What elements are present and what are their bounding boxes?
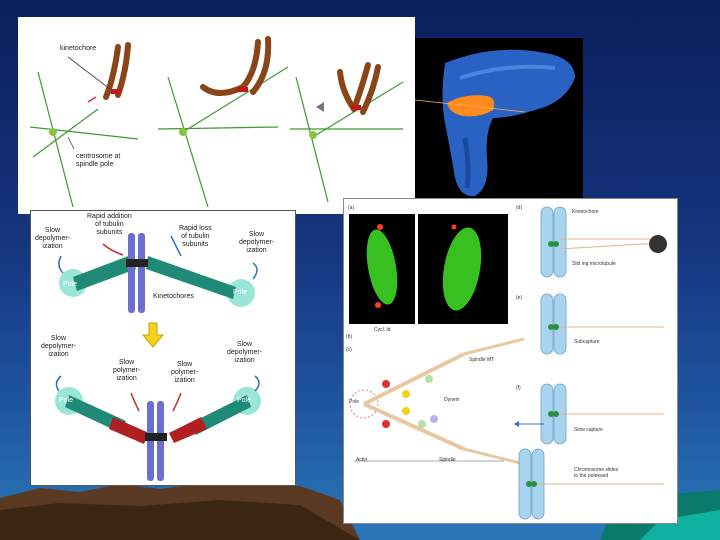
kinetochore-small-label: Kinetochore (572, 209, 599, 215)
rapid-loss-label: Rapid loss of tubulin subunits (179, 225, 212, 249)
label-f: (f) (516, 385, 521, 391)
micrograph-image (415, 38, 583, 198)
spindle-label: Spindle (439, 457, 456, 463)
chromosome-slides-label: Chromosome slides to the poleward (574, 467, 618, 479)
sliding-mt-label: Slid ing microtubule (572, 261, 616, 267)
microtubule-dynamics-panel: Rapid addition of tubulin subunits Rapid… (30, 210, 296, 486)
centrosome-label: centrosome at spindle pole (76, 153, 120, 169)
pole-right-bottom-label: Pole (237, 397, 251, 405)
label-a: (a) (348, 205, 354, 211)
micrograph-panel (415, 38, 583, 198)
pole-left-bottom-label: Pole (59, 397, 73, 405)
slow-depoly-right-top-label: Slow depolymer- ization (239, 231, 274, 255)
slow-depoly-right-bottom-label: Slow depolymer- ization (227, 341, 262, 365)
pole-right-top-label: Pole (233, 289, 247, 297)
rapid-addition-label: Rapid addition of tubulin subunits (87, 213, 132, 237)
subcapture-label: Subcapture (574, 339, 600, 345)
label-d: (d) (516, 205, 522, 211)
label-b: (b) (346, 334, 352, 340)
kinetochore-label: kinetochore (60, 45, 96, 53)
pole-left-top-label: Pole (63, 281, 77, 289)
slow-capture-label: Slow capture (574, 427, 603, 433)
spindle-mt-label: Spindle MT (469, 357, 494, 363)
label-c: (c) (346, 347, 352, 353)
spindle-capture-figure-panel: (a) (d) (e) (f) (b) (c) Cycl. ld Spindle… (343, 198, 678, 524)
kinetochores-label: Kinetochores (153, 293, 194, 301)
dynein-label: Dynein (444, 397, 460, 403)
slow-poly-left-label: Slow polymer- ization (113, 359, 140, 383)
label-e: (e) (516, 295, 522, 301)
slow-poly-right-label: Slow polymer- ization (171, 361, 198, 385)
slow-depoly-left-bottom-label: Slow depolymer- ization (41, 335, 76, 359)
actin-label: Actin (356, 457, 367, 463)
pole-label: Pole (349, 399, 359, 405)
kinetochore-capture-panel: kinetochore centrosome at spindle pole (18, 17, 415, 214)
slow-depoly-left-top-label: Slow depolymer- ization (35, 227, 70, 251)
cycle-label: Cycl. ld (374, 327, 390, 333)
composite-figure (344, 199, 678, 524)
